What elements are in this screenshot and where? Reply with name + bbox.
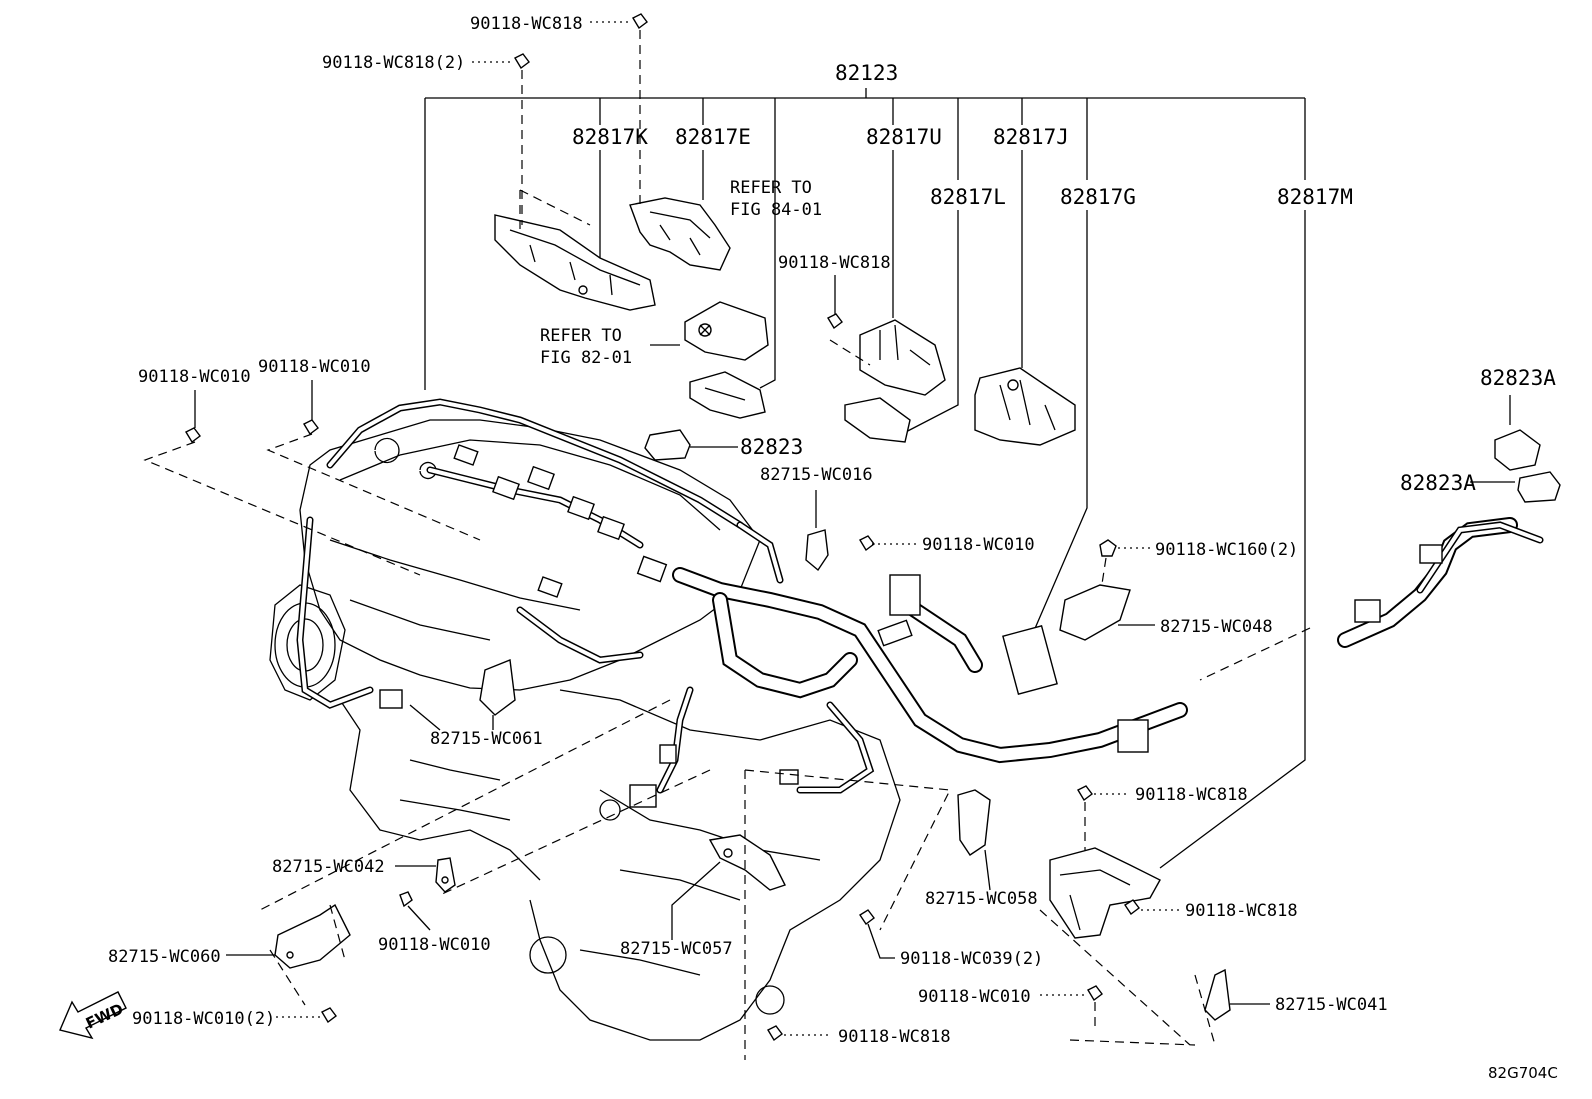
refer-fig84-line1: REFER TO xyxy=(730,178,812,198)
wc057-label: 82715-WC057 xyxy=(620,939,733,959)
wc010-bot2-label: 90118-WC010 xyxy=(918,987,1031,1007)
wc048-label: 82715-WC048 xyxy=(1160,617,1273,637)
connector-82817u xyxy=(829,319,946,443)
bolt-wc010-mid: 90118-WC010 xyxy=(859,535,1035,555)
bracket-wc041: 82715-WC041 xyxy=(1194,968,1388,1046)
clamp-wc016: 82715-WC016 xyxy=(760,465,873,572)
part-82817j-label: 82817J xyxy=(993,125,1069,149)
bolt-wc818-right: 90118-WC818 xyxy=(1077,785,1248,850)
wc160-label: 90118-WC160(2) xyxy=(1155,540,1298,560)
wc818-mid-label: 90118-WC818 xyxy=(778,253,891,273)
assembly-bracket: 82123 xyxy=(424,61,1306,390)
wc061-label: 82715-WC061 xyxy=(430,729,543,749)
wc058-label: 82715-WC058 xyxy=(925,889,1038,909)
bolt-wc010-bot: 90118-WC010 xyxy=(378,891,491,955)
relay-bracket xyxy=(689,371,766,419)
bolt-wc010-bot2: 90118-WC010 xyxy=(918,985,1103,1030)
bolt-wc039: 90118-WC039(2) xyxy=(859,909,1043,969)
bolt-wc818-mid: 90118-WC818 xyxy=(778,253,891,330)
wc041-label: 82715-WC041 xyxy=(1275,995,1388,1015)
sub-part-labels: 82817K 82817E 82817U 82817L 82817J 82817… xyxy=(572,125,1353,209)
part-82817u-label: 82817U xyxy=(866,125,942,149)
part-82817k-label: 82817K xyxy=(572,125,648,149)
refer-fig82-line1: REFER TO xyxy=(540,326,622,346)
caps-82823a: 82823A 82823A xyxy=(1400,366,1561,503)
part-82817e-label: 82817E xyxy=(675,125,751,149)
bolts-wc010-left: 90118-WC010 90118-WC010 xyxy=(138,357,371,444)
nut-wc160: 90118-WC160(2) xyxy=(1097,539,1298,611)
part-82823a-label-2: 82823A xyxy=(1400,471,1476,495)
cap-82823: 82823 xyxy=(644,429,803,461)
relay-box-fig82 xyxy=(684,301,769,361)
reference-notes: REFER TO FIG 84-01 REFER TO FIG 82-01 xyxy=(540,178,822,368)
wc818-right2-label: 90118-WC818 xyxy=(1185,901,1298,921)
bolt-wc818-top-2: 90118-WC818(2) xyxy=(322,53,530,225)
wc818-right-label: 90118-WC818 xyxy=(1135,785,1248,805)
fwd-arrow: FWD xyxy=(59,991,127,1040)
connector-bracket-82817e xyxy=(629,197,731,271)
wc010-2-label: 90118-WC010(2) xyxy=(132,1009,275,1029)
wc010-left2-label: 90118-WC010 xyxy=(258,357,371,377)
part-82817g-label: 82817G xyxy=(1060,185,1136,209)
bracket-82817m-lower xyxy=(1049,847,1161,939)
connector-82817j xyxy=(974,367,1076,446)
bolt-wc818-right2: 90118-WC818 xyxy=(1124,899,1298,921)
bracket-wc060: 82715-WC060 xyxy=(108,903,351,1006)
wc042-label: 82715-WC042 xyxy=(272,857,385,877)
wc010-mid-label: 90118-WC010 xyxy=(922,535,1035,555)
wc010-left-label: 90118-WC010 xyxy=(138,367,251,387)
bolt-wc818-bot: 90118-WC818 xyxy=(767,1025,951,1047)
wc016-label: 82715-WC016 xyxy=(760,465,873,485)
wc818-bot-label: 90118-WC818 xyxy=(838,1027,951,1047)
wc010-bot-label: 90118-WC010 xyxy=(378,935,491,955)
wc818-top2-label: 90118-WC818(2) xyxy=(322,53,465,73)
bracket-wc057: 82715-WC057 xyxy=(620,834,786,959)
part-82817m-label: 82817M xyxy=(1277,185,1353,209)
wc818-top-label: 90118-WC818 xyxy=(470,14,583,34)
figure-code: 82G704C xyxy=(1488,1064,1558,1082)
assembly-dashes xyxy=(143,433,1311,1060)
wc060-label: 82715-WC060 xyxy=(108,947,221,967)
refer-fig84-line2: FIG 84-01 xyxy=(730,200,822,220)
part-82817l-label: 82817L xyxy=(930,185,1006,209)
bracket-wc058: 82715-WC058 xyxy=(925,789,1038,909)
bracket-wc061: 82715-WC061 xyxy=(409,659,543,749)
wc039-label: 90118-WC039(2) xyxy=(900,949,1043,969)
part-82823-label: 82823 xyxy=(740,435,803,459)
connector-bracket-82817k xyxy=(494,189,656,311)
bolt-wc818-top: 90118-WC818 xyxy=(470,13,648,210)
bolt-wc010-2: 90118-WC010(2) xyxy=(132,1007,337,1029)
sub-part-leaders xyxy=(599,150,1306,869)
main-assembly-number: 82123 xyxy=(835,61,898,85)
bracket-wc048: 82715-WC048 xyxy=(1059,584,1273,641)
wire-harness xyxy=(296,398,1544,808)
bracket-wc042: 82715-WC042 xyxy=(272,857,456,893)
part-82823a-label-1: 82823A xyxy=(1480,366,1556,390)
refer-fig82-line2: FIG 82-01 xyxy=(540,348,632,368)
